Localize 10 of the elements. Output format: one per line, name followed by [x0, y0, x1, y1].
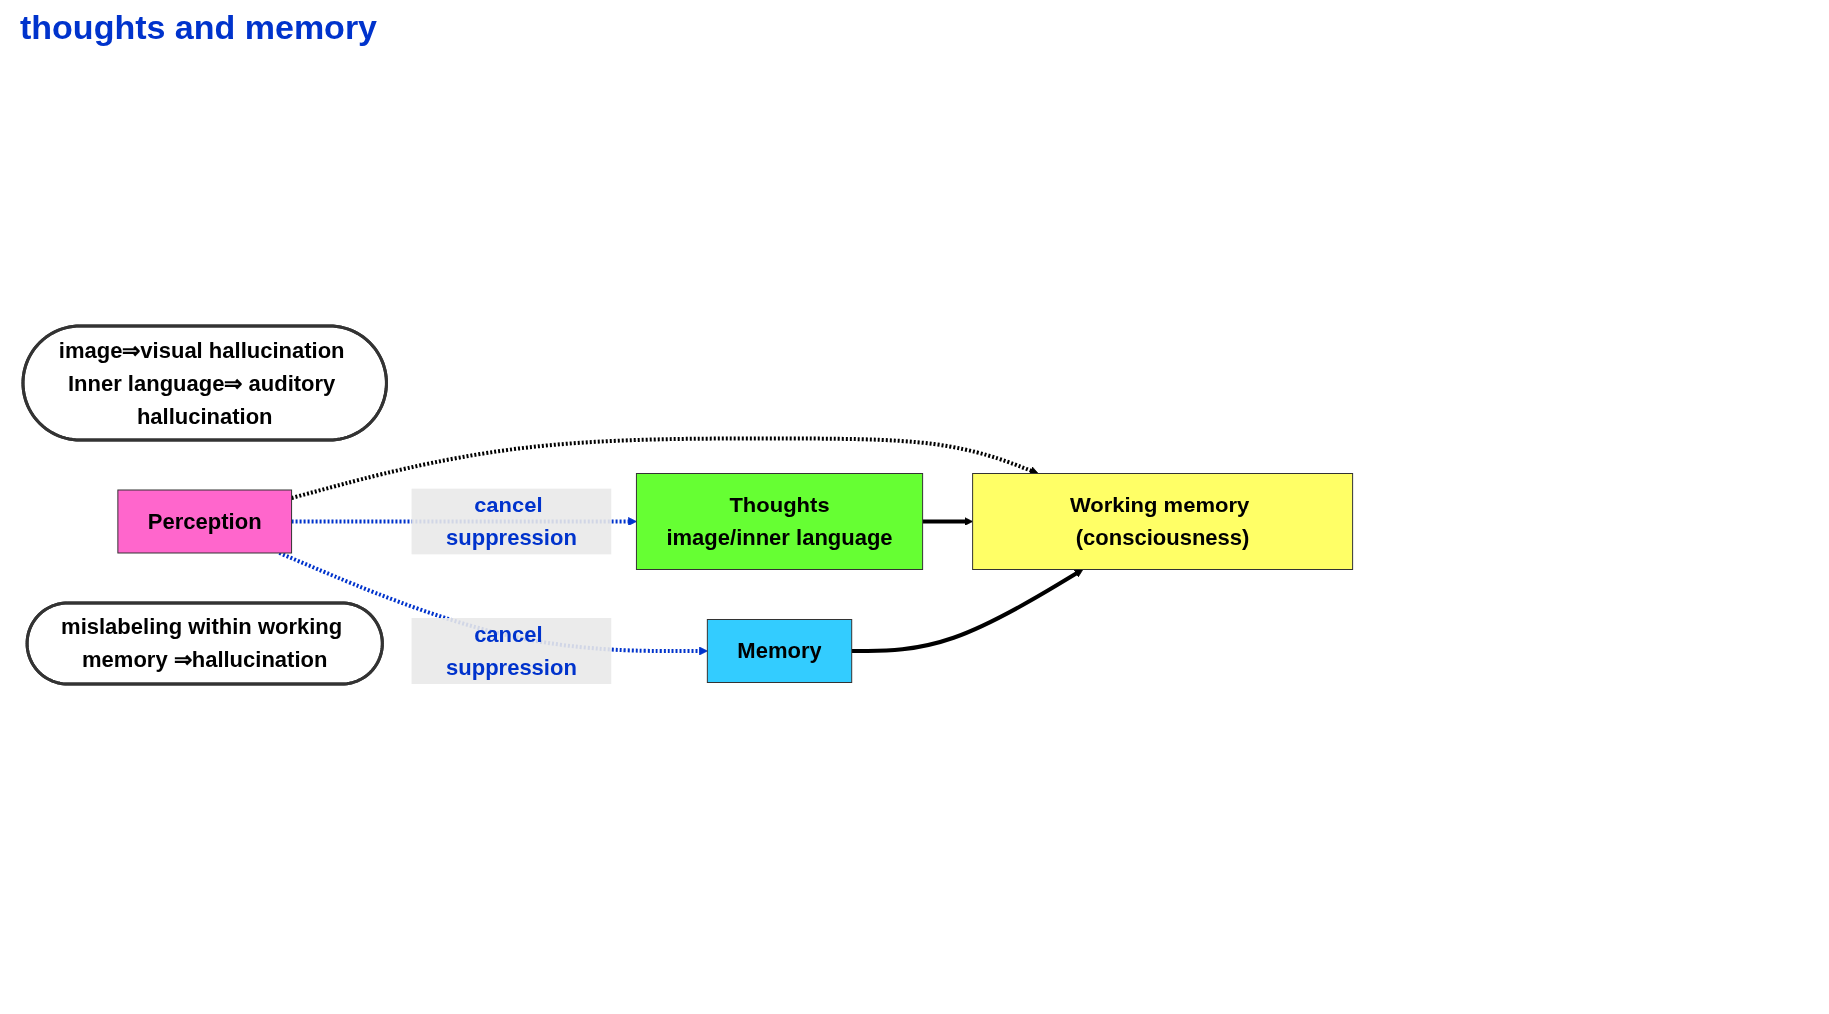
node-box: Thoughts image/inner language — [635, 473, 923, 570]
node-box: Memory — [706, 619, 852, 683]
edge-label: cancel suppression — [445, 622, 577, 680]
node-box: Perception — [116, 489, 292, 554]
node-box: Working memory (consciousness) — [971, 473, 1353, 570]
arrow — [851, 569, 1083, 653]
arrow — [922, 517, 973, 526]
heading-text: thoughts and memory — [20, 8, 379, 47]
edge-label: cancel suppression — [445, 492, 577, 551]
arrow — [290, 436, 1039, 500]
